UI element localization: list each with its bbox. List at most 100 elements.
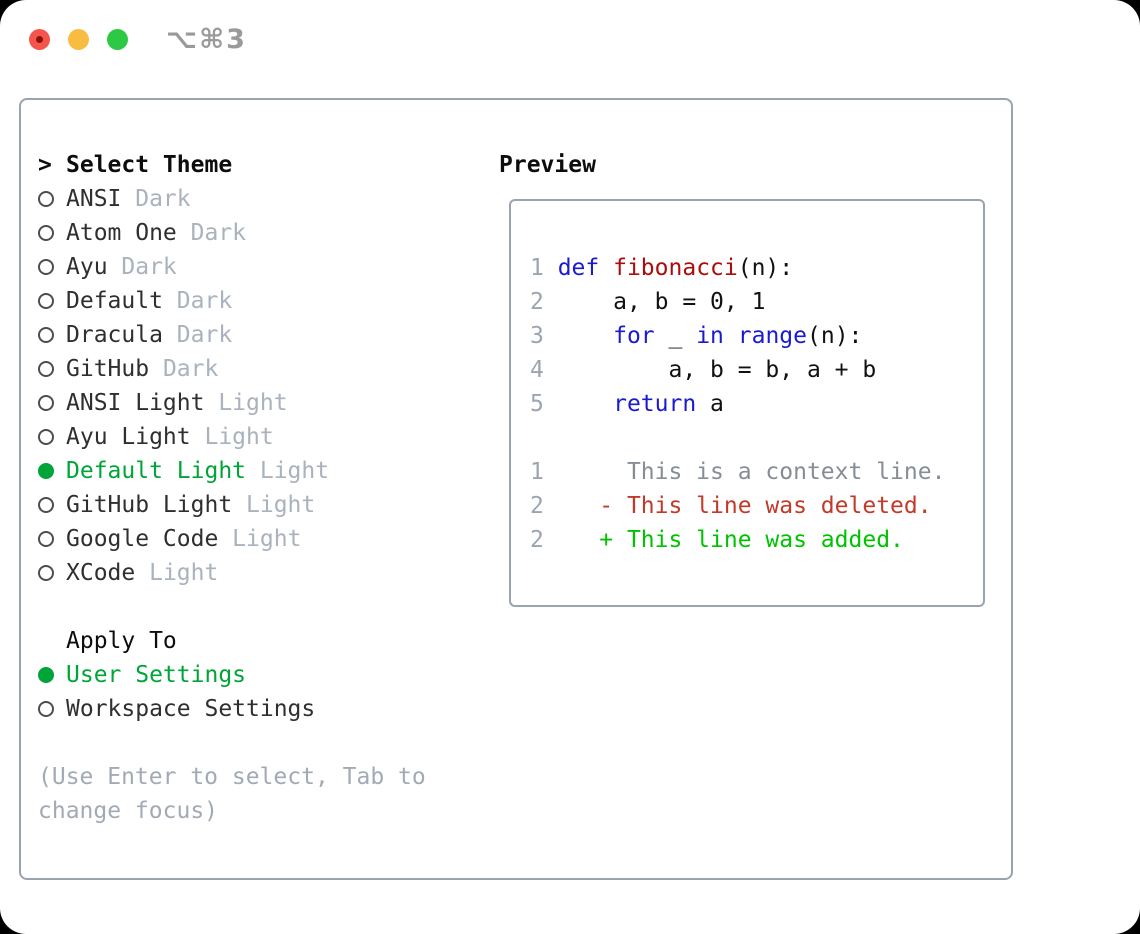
code-segment: 1 <box>530 459 558 485</box>
apply-option-workspace-settings[interactable]: Workspace Settings <box>38 692 315 726</box>
code-segment: def <box>557 255 600 281</box>
help-text: (Use Enter to select, Tab to change focu… <box>38 760 426 828</box>
radio-indicator <box>38 293 66 309</box>
code-segment: + This line was added. <box>557 527 904 553</box>
theme-option-google-code[interactable]: Google Code Light <box>38 522 329 556</box>
help-line-1: (Use Enter to select, Tab to <box>38 764 426 790</box>
theme-option-github-dark[interactable]: GitHub Dark <box>38 352 329 386</box>
theme-option-name: Dracula <box>66 322 163 348</box>
theme-option-variant: Dark <box>162 322 233 348</box>
code-segment: in <box>696 323 724 349</box>
theme-option-github-light[interactable]: GitHub Light Light <box>38 488 329 522</box>
code-segment: 4 <box>530 357 558 383</box>
radio-icon <box>38 361 54 377</box>
help-line-2: change focus) <box>38 798 219 824</box>
code-segment: (n): <box>737 255 794 281</box>
theme-option-ansi-light[interactable]: ANSI Light Light <box>38 386 329 420</box>
apply-to-title: Apply To <box>66 628 177 654</box>
theme-option-name: ANSI <box>66 186 122 212</box>
code-segment: a <box>696 391 724 417</box>
code-segment <box>558 391 613 417</box>
theme-option-variant: Dark <box>162 288 233 314</box>
radio-indicator <box>38 191 66 207</box>
radio-indicator <box>38 463 66 479</box>
theme-option-default-dark[interactable]: Default Dark <box>38 284 329 318</box>
minimize-button[interactable] <box>68 28 89 50</box>
theme-option-name: Default <box>66 288 163 314</box>
radio-icon <box>38 259 54 275</box>
theme-option-xcode[interactable]: XCode Light <box>38 556 329 590</box>
radio-indicator <box>38 429 66 445</box>
code-segment: - This line was deleted. <box>557 493 932 519</box>
radio-indicator <box>38 497 66 513</box>
code-line <box>530 421 983 455</box>
code-segment: a, b = 0, 1 <box>557 289 766 315</box>
close-modified-dot-icon <box>36 35 43 43</box>
apply-option-user-settings[interactable]: User Settings <box>38 658 315 692</box>
focus-chevron-icon: > <box>38 152 52 178</box>
radio-indicator <box>38 395 66 411</box>
theme-option-name: Atom One <box>66 220 177 246</box>
theme-option-atom-one-dark[interactable]: Atom One Dark <box>38 216 329 250</box>
code-line: 2 - This line was deleted. <box>530 489 983 523</box>
code-segment: return <box>613 391 697 417</box>
radio-icon <box>38 463 54 479</box>
radio-icon <box>38 497 54 513</box>
code-segment: a, b = b, a + b <box>557 357 877 383</box>
preview-title: Preview <box>499 152 596 178</box>
zoom-button[interactable] <box>107 28 128 50</box>
radio-icon <box>38 565 54 581</box>
code-line: 1 def fibonacci(n): <box>530 251 983 285</box>
code-segment: This is a context line. <box>557 459 946 485</box>
apply-option-name: Workspace Settings <box>66 696 316 722</box>
code-segment: 3 <box>530 323 558 349</box>
radio-icon <box>38 191 54 207</box>
radio-icon <box>38 429 54 445</box>
radio-icon <box>38 327 54 343</box>
theme-option-name: Google Code <box>66 526 219 552</box>
code-segment: for <box>613 323 655 349</box>
code-segment <box>558 323 613 349</box>
radio-icon <box>38 225 54 241</box>
code-line: 5 return a <box>530 387 983 421</box>
theme-option-dracula-dark[interactable]: Dracula Dark <box>38 318 329 352</box>
theme-option-variant: Dark <box>121 186 191 212</box>
code-segment <box>724 323 738 349</box>
theme-list-header: > Select Theme <box>38 148 329 182</box>
theme-option-ansi-dark[interactable]: ANSI Dark <box>38 182 329 216</box>
titlebar: ⌥⌘3 <box>29 24 247 55</box>
code-segment: 2 <box>530 527 558 553</box>
radio-indicator <box>38 531 66 547</box>
radio-indicator <box>38 327 66 343</box>
code-line: 3 for _ in range(n): <box>530 319 983 353</box>
settings-panel <box>19 98 1013 880</box>
code-segment: 1 <box>530 255 558 281</box>
theme-option-name: Ayu <box>66 254 108 280</box>
theme-option-default-light[interactable]: Default Light Light <box>38 454 329 488</box>
code-segment: range <box>737 323 807 349</box>
theme-option-name: Ayu Light <box>66 424 191 450</box>
theme-option-variant: Light <box>204 390 288 416</box>
radio-indicator <box>38 667 66 683</box>
theme-option-name: Default Light <box>66 458 247 484</box>
theme-option-name: XCode <box>66 560 136 586</box>
code-line: 2 + This line was added. <box>530 523 983 557</box>
radio-icon <box>38 395 54 411</box>
code-segment: _ <box>654 323 697 349</box>
code-segment <box>599 255 613 281</box>
theme-option-ayu-light[interactable]: Ayu Light Light <box>38 420 329 454</box>
code-segment: fibonacci <box>613 255 738 281</box>
window-shortcut-label: ⌥⌘3 <box>166 23 247 55</box>
close-button[interactable] <box>29 28 50 50</box>
radio-indicator <box>38 565 66 581</box>
theme-option-variant: Dark <box>107 254 177 280</box>
radio-icon <box>38 293 54 309</box>
theme-list-title: Select Theme <box>66 152 233 178</box>
theme-option-name: GitHub Light <box>66 492 233 518</box>
apply-option-name: User Settings <box>66 662 247 688</box>
radio-indicator <box>38 361 66 377</box>
theme-option-ayu-dark[interactable]: Ayu Dark <box>38 250 329 284</box>
radio-indicator <box>38 259 66 275</box>
